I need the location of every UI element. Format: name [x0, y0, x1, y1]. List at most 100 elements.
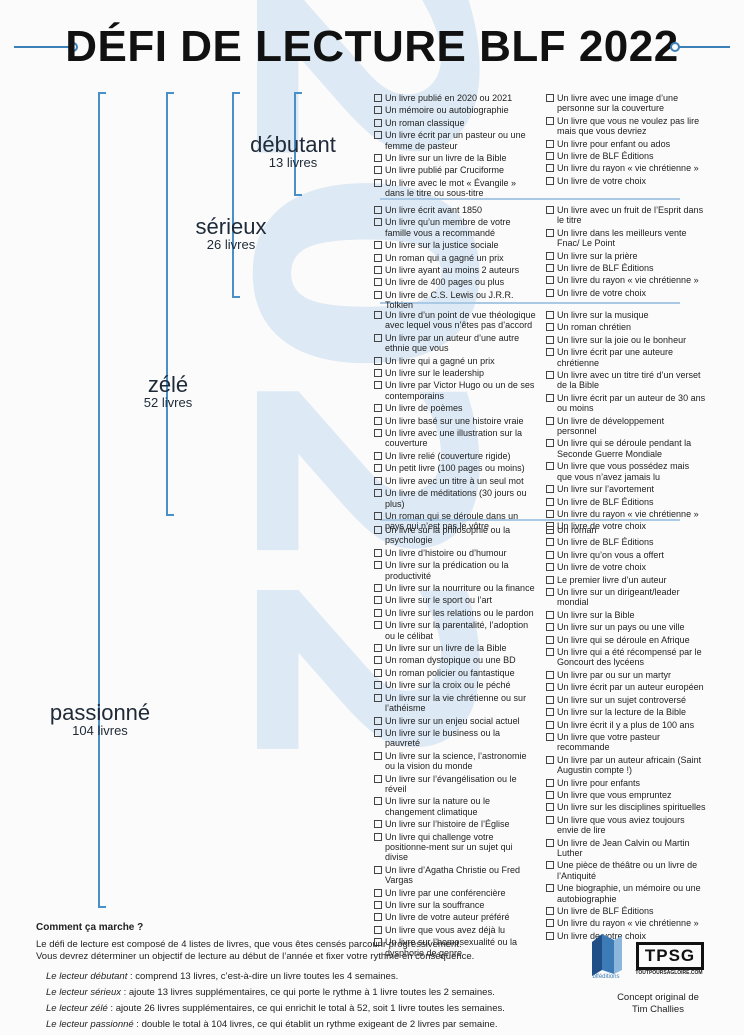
checklist-item[interactable]: Un livre sur un dirigeant/leader mondial	[546, 587, 706, 608]
checklist-item[interactable]: Un livre d’un point de vue théologique a…	[374, 310, 536, 331]
checklist-item[interactable]: Un livre qu’on vous a offert	[546, 550, 706, 560]
checklist-item[interactable]: Un livre d’Agatha Christie ou Fred Varga…	[374, 865, 536, 886]
checklist-item[interactable]: Un roman classique	[374, 118, 536, 128]
checklist-item[interactable]: Un livre par une conférencière	[374, 888, 536, 898]
checklist-item[interactable]: Un livre du rayon « vie chrétienne »	[546, 163, 706, 173]
checklist-item[interactable]: Un livre sur un livre de la Bible	[374, 153, 536, 163]
checklist-item[interactable]: Un livre écrit par un pasteur ou une fem…	[374, 130, 536, 151]
checklist-item[interactable]: Un livre ayant au moins 2 auteurs	[374, 265, 536, 275]
checklist-item[interactable]: Un livre de BLF Éditions	[546, 263, 706, 273]
checklist-item[interactable]: Un livre de développement personnel	[546, 416, 706, 437]
checklist-item[interactable]: Un petit livre (100 pages ou moins)	[374, 463, 536, 473]
checklist-item[interactable]: Un livre publié en 2020 ou 2021	[374, 93, 536, 103]
checklist-item[interactable]: Un livre sur un livre de la Bible	[374, 643, 536, 653]
checklist-item[interactable]: Un livre avec une illustration sur la co…	[374, 428, 536, 449]
checklist-item[interactable]: Un livre sur la vie chrétienne ou sur l’…	[374, 693, 536, 714]
checklist-item[interactable]: Un livre sur les relations ou le pardon	[374, 608, 536, 618]
checklist-item[interactable]: Un roman dystopique ou une BD	[374, 655, 536, 665]
checklist-item[interactable]: Un livre de votre choix	[546, 562, 706, 572]
checklist-item[interactable]: Un livre sur la joie ou le bonheur	[546, 335, 706, 345]
checklist-item[interactable]: Un livre écrit par un auteur européen	[546, 682, 706, 692]
checklist-item[interactable]: Un livre par un auteur d’une autre ethni…	[374, 333, 536, 354]
checklist-item[interactable]: Un roman policier ou fantastique	[374, 668, 536, 678]
checklist-item[interactable]: Un livre qui a été récompensé par le Gon…	[546, 647, 706, 668]
checklist-item[interactable]: Un livre de Jean Calvin ou Martin Luther	[546, 838, 706, 859]
checklist-item[interactable]: Un livre sur l’histoire de l’Église	[374, 819, 536, 829]
checklist-item[interactable]: Une pièce de théâtre ou un livre de l’An…	[546, 860, 706, 881]
checklist-item[interactable]: Un livre sur le business ou la pauvreté	[374, 728, 536, 749]
checklist-item[interactable]: Un livre sur la souffrance	[374, 900, 536, 910]
checklist-item[interactable]: Un roman chrétien	[546, 322, 706, 332]
checklist-item[interactable]: Un livre sur la nature ou le changement …	[374, 796, 536, 817]
checklist-item[interactable]: Un livre que vous empruntez	[546, 790, 706, 800]
checklist-item[interactable]: Le premier livre d’un auteur	[546, 575, 706, 585]
checklist-item[interactable]: Un roman qui se déroule dans un pays qui…	[374, 511, 536, 532]
checklist-item[interactable]: Un livre sur la croix ou le péché	[374, 680, 536, 690]
checklist-item[interactable]: Un livre sur un sujet controversé	[546, 695, 706, 705]
checklist-item[interactable]: Un livre écrit par une auteure chrétienn…	[546, 347, 706, 368]
checklist-item[interactable]: Un livre sur les disciplines spirituelle…	[546, 802, 706, 812]
checklist-item[interactable]: Un livre sur un pays ou une ville	[546, 622, 706, 632]
checklist-item[interactable]: Un livre écrit il y a plus de 100 ans	[546, 720, 706, 730]
checklist-item[interactable]: Un livre sur la parentalité, l’adoption …	[374, 620, 536, 641]
checklist-item[interactable]: Un livre qu’un membre de votre famille v…	[374, 217, 536, 238]
checklist-item[interactable]: Un livre sur un enjeu social actuel	[374, 716, 536, 726]
checklist-item[interactable]: Un livre dans les meilleurs vente Fnac/ …	[546, 228, 706, 249]
checklist-item[interactable]: Un mémoire ou autobiographie	[374, 105, 536, 115]
checklist-item[interactable]: Un livre qui challenge votre positionne-…	[374, 832, 536, 863]
checklist-item[interactable]: Un livre de votre choix	[546, 931, 706, 941]
checklist-item[interactable]: Un livre avec une image d’une personne s…	[546, 93, 706, 114]
checklist-item[interactable]: Un livre qui se déroule en Afrique	[546, 635, 706, 645]
checklist-item[interactable]: Un livre de 400 pages ou plus	[374, 277, 536, 287]
checklist-item[interactable]: Un livre que vous aviez toujours envie d…	[546, 815, 706, 836]
checklist-item[interactable]: Un livre sur le leadership	[374, 368, 536, 378]
checklist-item[interactable]: Un livre du rayon « vie chrétienne »	[546, 918, 706, 928]
checklist-item[interactable]: Un livre de C.S. Lewis ou J.R.R. Tolkien	[374, 290, 536, 311]
checklist-item[interactable]: Un livre avec un fruit de l’Esprit dans …	[546, 205, 706, 226]
checklist-item[interactable]: Un livre sur l’évangélisation ou le réve…	[374, 774, 536, 795]
checklist-item[interactable]: Un livre pour enfants	[546, 778, 706, 788]
checklist-item[interactable]: Un livre de méditations (30 jours ou plu…	[374, 488, 536, 509]
checklist-item[interactable]: Un livre que votre pasteur recommande	[546, 732, 706, 753]
checklist-item[interactable]: Un livre sur la Bible	[546, 610, 706, 620]
checklist-item[interactable]: Un livre publié par Cruciforme	[374, 165, 536, 175]
checklist-item[interactable]: Un livre que vous avez déjà lu	[374, 925, 536, 935]
checklist-item[interactable]: Un livre que vous possédez mais que vous…	[546, 461, 706, 482]
checklist-item[interactable]: Un livre sur la nourriture ou la finance	[374, 583, 536, 593]
checklist-item[interactable]: Un livre sur le sport ou l’art	[374, 595, 536, 605]
checklist-item[interactable]: Un livre de poèmes	[374, 403, 536, 413]
checklist-item[interactable]: Un livre sur l’homosexualité ou la dysph…	[374, 937, 536, 958]
checklist-item[interactable]: Un livre par ou sur un martyr	[546, 670, 706, 680]
checklist-item[interactable]: Un livre sur l’avortement	[546, 484, 706, 494]
checklist-item[interactable]: Un livre sur la science, l’astronomie ou…	[374, 751, 536, 772]
checklist-item[interactable]: Un livre sur la lecture de la Bible	[546, 707, 706, 717]
checklist-item[interactable]: Un livre écrit par un auteur de 30 ans o…	[546, 393, 706, 414]
checklist-item[interactable]: Un roman	[546, 525, 706, 535]
checklist-item[interactable]: Un livre avec le mot « Évangile » dans l…	[374, 178, 536, 199]
checklist-item[interactable]: Un livre que vous ne voulez pas lire mai…	[546, 116, 706, 137]
checklist-item[interactable]: Un livre sur la prière	[546, 251, 706, 261]
checklist-item[interactable]: Un livre avec un titre tiré d’un verset …	[546, 370, 706, 391]
checklist-item[interactable]: Un roman qui a gagné un prix	[374, 253, 536, 263]
checklist-item[interactable]: Un livre de BLF Éditions	[546, 151, 706, 161]
checklist-item[interactable]: Un livre sur la philosophie ou la psycho…	[374, 525, 536, 546]
checklist-item[interactable]: Un livre de BLF Éditions	[546, 906, 706, 916]
checklist-item[interactable]: Un livre de BLF Éditions	[546, 537, 706, 547]
checklist-item[interactable]: Un livre d’histoire ou d’humour	[374, 548, 536, 558]
checklist-item[interactable]: Un livre par Victor Hugo ou un de ses co…	[374, 380, 536, 401]
checklist-item[interactable]: Un livre écrit avant 1850	[374, 205, 536, 215]
checklist-item[interactable]: Un livre par un auteur africain (Saint A…	[546, 755, 706, 776]
checklist-item[interactable]: Un livre sur la justice sociale	[374, 240, 536, 250]
checklist-item[interactable]: Un livre sur la prédication ou la produc…	[374, 560, 536, 581]
checklist-item[interactable]: Un livre de votre auteur préféré	[374, 912, 536, 922]
checklist-item[interactable]: Une biographie, un mémoire ou une autobi…	[546, 883, 706, 904]
checklist-item[interactable]: Un livre pour enfant ou ados	[546, 139, 706, 149]
checklist-item[interactable]: Un livre du rayon « vie chrétienne »	[546, 509, 706, 519]
checklist-item[interactable]: Un livre du rayon « vie chrétienne »	[546, 275, 706, 285]
checklist-item[interactable]: Un livre qui se déroule pendant la Secon…	[546, 438, 706, 459]
checklist-item[interactable]: Un livre de votre choix	[546, 176, 706, 186]
checklist-item[interactable]: Un livre de votre choix	[546, 288, 706, 298]
checklist-item[interactable]: Un livre avec un titre à un seul mot	[374, 476, 536, 486]
checklist-item[interactable]: Un livre sur la musique	[546, 310, 706, 320]
checklist-item[interactable]: Un livre relié (couverture rigide)	[374, 451, 536, 461]
